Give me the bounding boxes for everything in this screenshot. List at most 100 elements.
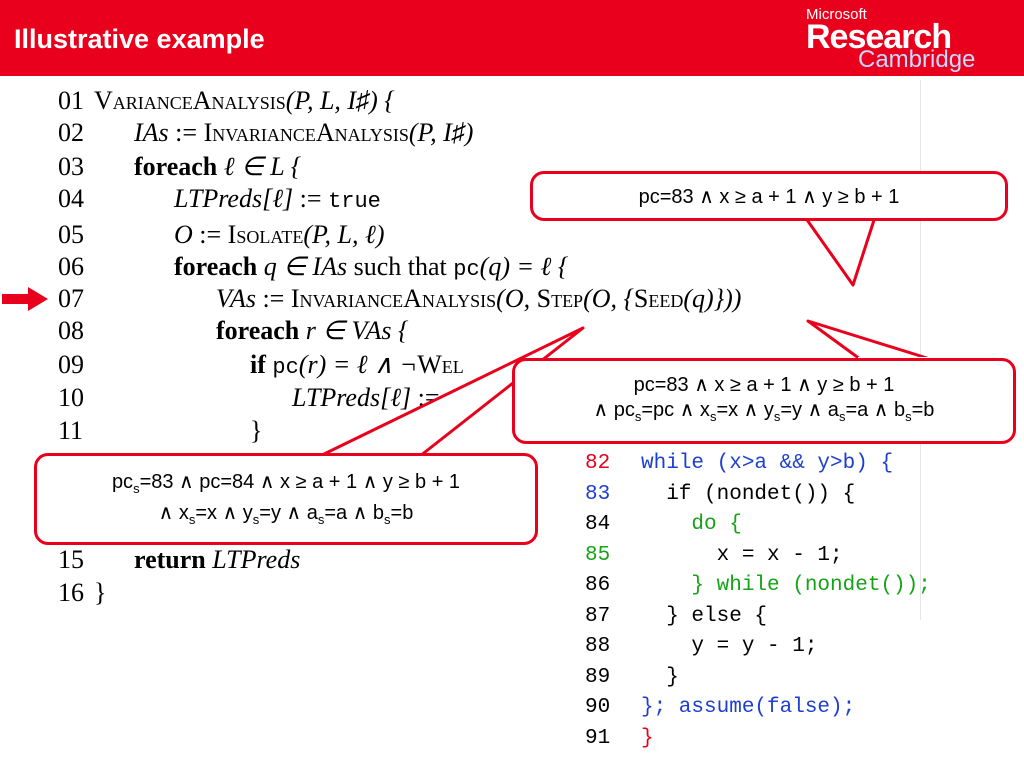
logo-line-2: Research <box>806 18 952 56</box>
algorithm-line-number: 08 <box>58 316 84 345</box>
code-line-text: } while (nondet()); <box>641 574 931 597</box>
code-line-text: do { <box>641 513 742 536</box>
algorithm-token: Wel <box>417 350 464 379</box>
code-line: 91} <box>585 727 654 750</box>
slide-divider <box>920 80 921 620</box>
algorithm-line-number: 06 <box>58 252 84 281</box>
callout-left-line-1: pcs=83 ∧ pc=84 ∧ x ≥ a + 1 ∧ y ≥ b + 1 <box>111 471 461 496</box>
callout-right-line-2: ∧ pcs=pc ∧ xs=x ∧ ys=y ∧ as=a ∧ bs=b <box>593 399 935 424</box>
code-line-text: } <box>641 726 654 750</box>
algorithm-token: LTPreds[ℓ] <box>292 383 412 412</box>
algorithm-token: if <box>250 350 266 379</box>
algorithm-token: (P, L, I♯) { <box>285 86 395 115</box>
algorithm-token: q ∈ IAs <box>257 252 354 281</box>
code-line: 85 x = x - 1; <box>585 544 843 567</box>
algorithm-token: foreach <box>174 252 258 281</box>
code-line: 88 y = y - 1; <box>585 635 817 658</box>
algorithm-token: InvarianceAnalysis <box>203 118 409 147</box>
algorithm-token: true <box>328 189 381 214</box>
algorithm-token: pc <box>272 355 299 380</box>
logo-line-3: Cambridge <box>858 46 976 73</box>
algorithm-token: (P, L, ℓ) <box>303 220 385 249</box>
code-line-text: } else { <box>641 604 768 628</box>
algorithm-token: Step <box>536 284 584 313</box>
code-line-number: 87 <box>585 604 611 628</box>
algorithm-line: if pc(r) = ℓ ∧ ¬Wel <box>250 350 464 380</box>
code-line-number: 89 <box>585 665 611 689</box>
algorithm-token: := <box>168 118 204 147</box>
microsoft-research-cambridge-logo: Microsoft Research Cambridge <box>806 6 1006 73</box>
algorithm-token: foreach <box>134 152 218 181</box>
callout-left: pcs=83 ∧ pc=84 ∧ x ≥ a + 1 ∧ y ≥ b + 1 ∧… <box>34 453 538 545</box>
callout-top: pc=83 ∧ x ≥ a + 1 ∧ y ≥ b + 1 <box>530 171 1008 221</box>
algorithm-token: pc <box>453 257 480 282</box>
algorithm-token: := <box>293 184 329 213</box>
algorithm-token: InvarianceAnalysis <box>290 284 497 313</box>
algorithm-line-number: 09 <box>58 350 84 379</box>
algorithm-line-number: 10 <box>58 383 84 412</box>
algorithm-token: (P, I♯) <box>408 118 474 147</box>
algorithm-line: return LTPreds <box>134 545 300 575</box>
algorithm-token: VAs <box>216 284 256 313</box>
algorithm-token: return <box>134 545 206 574</box>
code-line-text: x = x - 1; <box>641 543 843 567</box>
algorithm-line-number: 07 <box>58 284 84 313</box>
callout-top-text: pc=83 ∧ x ≥ a + 1 ∧ y ≥ b + 1 <box>638 186 900 208</box>
code-line-number: 90 <box>585 696 611 719</box>
code-line: 84 do { <box>585 513 742 536</box>
algorithm-token: (r) = ℓ ∧ ¬ <box>298 350 418 379</box>
code-line-text: } <box>641 665 679 689</box>
code-line-number: 83 <box>585 482 611 506</box>
algorithm-token: LTPreds[ℓ] <box>174 184 294 213</box>
algorithm-line-number: 11 <box>58 416 84 445</box>
algorithm-line: IAs := InvarianceAnalysis(P, I♯) <box>134 118 473 148</box>
algorithm-line-number: 01 <box>58 86 84 115</box>
code-line: 86 } while (nondet()); <box>585 574 931 597</box>
algorithm-line-number: 16 <box>58 578 84 607</box>
algorithm-line: } <box>94 578 106 608</box>
algorithm-token: Isolate <box>227 220 304 249</box>
algorithm-token: Seed <box>633 284 684 313</box>
algorithm-token: such that <box>353 252 454 281</box>
algorithm-line: LTPreds[ℓ] := true <box>174 184 381 214</box>
code-line-number: 91 <box>585 726 611 750</box>
code-line: 90 }; assume(false); <box>585 696 855 719</box>
algorithm-token: foreach <box>216 316 300 345</box>
algorithm-line: foreach r ∈ VAs { <box>216 316 408 346</box>
code-line: 83 if (nondet()) { <box>585 483 855 506</box>
algorithm-token: := <box>255 284 291 313</box>
code-line-number: 84 <box>585 513 611 536</box>
code-line: 89 } <box>585 666 679 689</box>
callout-right-line-1: pc=83 ∧ x ≥ a + 1 ∧ y ≥ b + 1 <box>633 374 895 396</box>
algorithm-token: LTPreds <box>212 545 301 574</box>
algorithm-token: ℓ ∈ L { <box>217 152 302 181</box>
code-line-number: 82 <box>585 452 611 475</box>
algorithm-token: } <box>250 416 263 445</box>
algorithm-token: (q)})) <box>683 284 742 313</box>
algorithm-token: VarianceAnalysis <box>94 86 286 115</box>
algorithm-line-number: 05 <box>58 220 84 249</box>
algorithm-token: (O, { <box>583 284 634 313</box>
slide-title: Illustrative example <box>14 24 265 54</box>
code-line-number: 86 <box>585 574 611 597</box>
algorithm-line: VAs := InvarianceAnalysis(O, Step(O, {Se… <box>216 284 741 314</box>
algorithm-token: O <box>174 220 193 249</box>
header-bar: Illustrative example Microsoft Research … <box>0 0 1024 76</box>
right-arrow-icon <box>2 287 48 316</box>
algorithm-token: } <box>94 578 107 607</box>
algorithm-token: (q) = ℓ { <box>479 252 569 281</box>
algorithm-line-number: 15 <box>58 545 84 574</box>
callout-left-line-2: ∧ xs=x ∧ ys=y ∧ as=a ∧ bs=b <box>158 502 414 527</box>
algorithm-token: (O, <box>496 284 537 313</box>
code-line-number: 88 <box>585 635 611 658</box>
algorithm-token: r ∈ VAs { <box>299 316 409 345</box>
algorithm-line-number: 02 <box>58 118 84 147</box>
callout-right: pc=83 ∧ x ≥ a + 1 ∧ y ≥ b + 1 ∧ pcs=pc ∧… <box>512 358 1016 444</box>
code-line-text: }; assume(false); <box>641 696 856 719</box>
algorithm-line-number: 04 <box>58 184 84 213</box>
algorithm-line: foreach ℓ ∈ L { <box>134 152 301 182</box>
algorithm-line: O := Isolate(P, L, ℓ) <box>174 220 384 250</box>
code-line: 87 } else { <box>585 605 767 628</box>
